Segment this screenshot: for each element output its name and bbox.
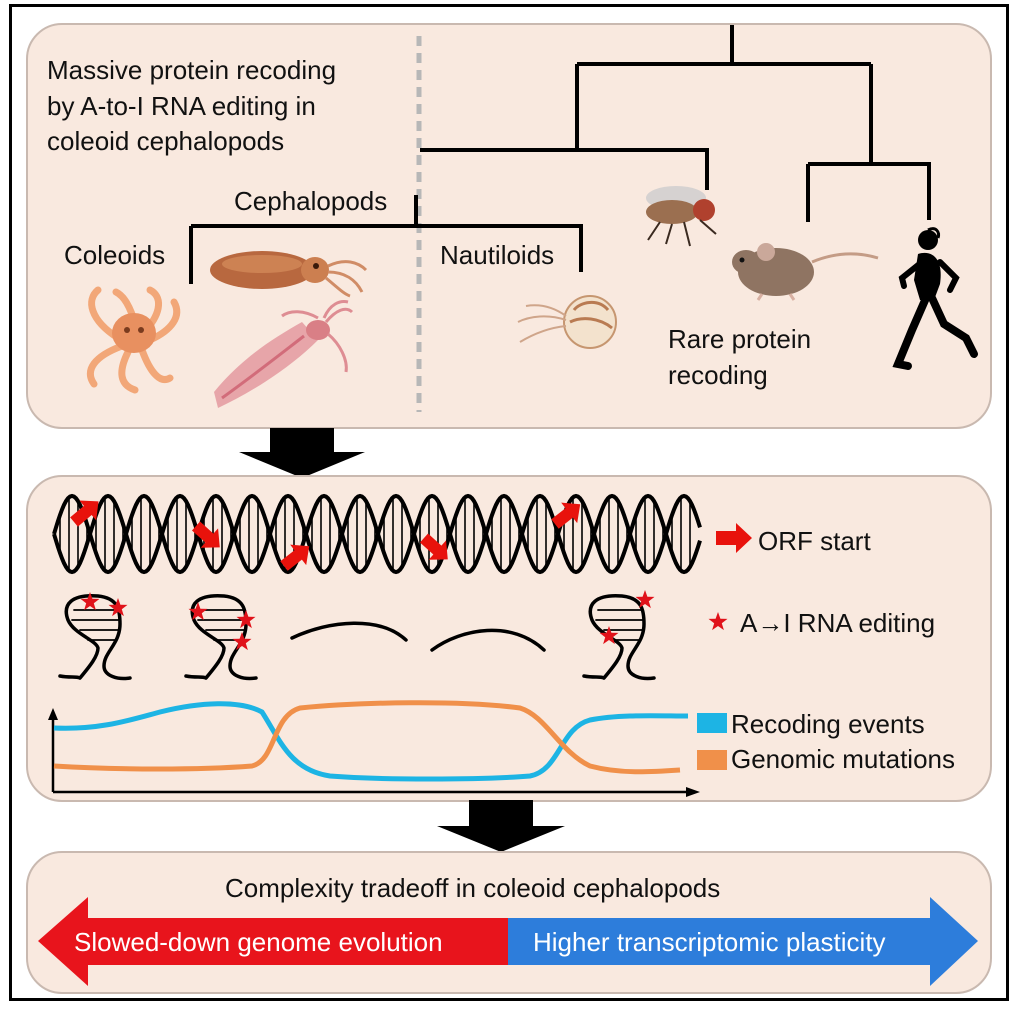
genomic-mutations-curve — [53, 700, 681, 775]
dna-helix — [52, 493, 702, 575]
legend-rna-editing: A→I RNA editing — [740, 608, 936, 638]
editing-panel — [26, 475, 992, 802]
star-icon — [232, 632, 252, 651]
rare-line-1: Rare protein — [668, 324, 812, 354]
title-line-2: by A-to-I RNA editing in — [47, 91, 316, 121]
cuttlefish-illustration — [210, 251, 368, 298]
right-arrow-label: Higher transcriptomic plasticity — [533, 927, 886, 957]
star-icon — [599, 626, 619, 645]
nautilus-illustration — [517, 295, 617, 349]
fly-illustration — [646, 186, 717, 247]
recoding-swatch — [697, 713, 727, 733]
orf-arrow-icon — [280, 544, 310, 571]
orf-arrow-icon — [191, 521, 220, 548]
nautiloids-label: Nautiloids — [440, 240, 555, 270]
legend-orf-start: ORF start — [758, 526, 871, 556]
star-icon — [188, 602, 208, 621]
star-icon — [80, 592, 100, 611]
octopus-illustration — [86, 286, 181, 394]
rare-line-2: recoding — [668, 360, 768, 390]
star-legend-icon — [708, 612, 728, 631]
left-arrow-label: Slowed-down genome evolution — [74, 927, 443, 957]
legend-genomic-mutations: Genomic mutations — [731, 744, 955, 774]
recoding-events-curve — [53, 701, 689, 782]
squid-illustration — [214, 300, 354, 408]
mutations-swatch — [697, 750, 727, 770]
helix-strand — [52, 493, 702, 575]
chart-axes — [48, 708, 700, 797]
editing-stars — [80, 590, 728, 651]
star-icon — [236, 610, 256, 629]
down-arrow-2 — [437, 800, 565, 852]
rna-strand-linear — [290, 621, 408, 642]
human-runner-silhouette — [892, 227, 978, 370]
orf-arrow-icon — [551, 502, 581, 529]
left-arrow-red — [38, 897, 508, 986]
coleoids-label: Coleoids — [64, 240, 166, 270]
star-icon — [108, 598, 128, 617]
orf-arrow-icon — [70, 500, 99, 527]
tradeoff-title: Complexity tradeoff in coleoid cephalopo… — [225, 873, 721, 903]
down-arrow-1 — [239, 428, 365, 478]
rna-strand-linear — [430, 628, 546, 652]
star-icon — [635, 590, 655, 609]
phylogenetic-tree — [189, 25, 931, 284]
orf-arrow-legend-icon — [716, 523, 752, 553]
legend-recoding-events: Recoding events — [731, 709, 925, 739]
orf-arrows — [70, 500, 752, 571]
orf-arrow-icon — [419, 533, 448, 560]
mouse-illustration — [732, 243, 879, 301]
title-line-3: coleoid cephalopods — [47, 126, 285, 156]
right-arrow-blue — [508, 897, 978, 986]
cephalopods-label: Cephalopods — [234, 186, 388, 216]
title-line-1: Massive protein recoding — [47, 55, 337, 85]
